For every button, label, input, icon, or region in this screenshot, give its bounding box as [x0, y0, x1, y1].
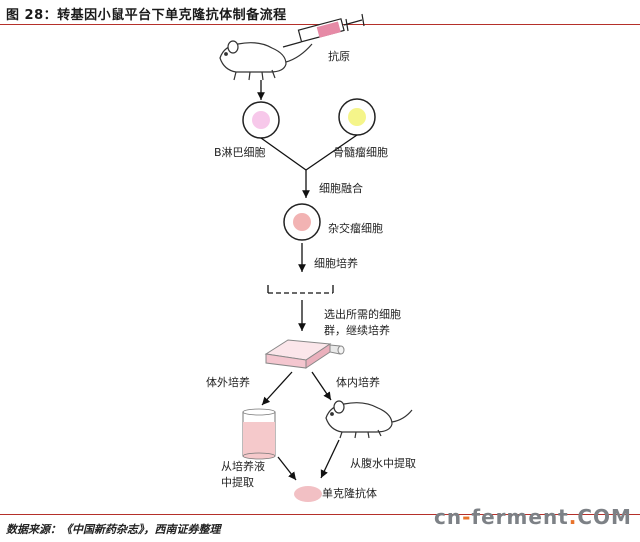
watermark-right: COM [577, 505, 632, 529]
diagram-canvas [219, 13, 413, 502]
merge-line-right [305, 134, 358, 171]
in-vivo-label: 体内培养 [336, 376, 380, 389]
culture-flask-icon [264, 339, 345, 369]
watermark-dot: . [568, 505, 578, 529]
myeloma-label: 骨髓瘤细胞 [333, 146, 388, 159]
fusion-label: 细胞融合 [319, 182, 363, 195]
hybridoma-label: 杂交瘤细胞 [328, 222, 383, 235]
culture-plate-icon [267, 285, 334, 294]
culture-label: 细胞培养 [314, 257, 358, 270]
select-label-line1: 选出所需的细胞 [324, 308, 401, 321]
watermark-dash: - [462, 505, 472, 529]
from-medium-label-line1: 从培养液 [221, 460, 265, 473]
antigen-label: 抗原 [328, 50, 350, 63]
merge-line-left [260, 137, 307, 171]
b-lymphocyte-cell [242, 101, 280, 139]
from-medium-label-line2: 中提取 [221, 476, 254, 489]
myeloma-cell [338, 98, 376, 136]
test-tube-icon [242, 408, 276, 460]
watermark-logo: cn-ferment.COM [434, 505, 632, 529]
select-label-line2: 群，继续培养 [324, 324, 390, 337]
figure-title: 图 28：转基因小鼠平台下单克隆抗体制备流程 [6, 8, 287, 23]
mouse-icon-lower [325, 400, 413, 439]
b-cell-label: B淋巴细胞 [214, 146, 266, 159]
watermark-middle: ferment [471, 505, 569, 529]
data-source: 数据来源：《中国新药杂志》，西南证券整理 [6, 523, 221, 536]
watermark-left: cn [434, 505, 463, 529]
mab-label: 单克隆抗体 [322, 487, 377, 500]
mouse-icon [219, 40, 313, 81]
syringe-icon [282, 13, 365, 48]
hybridoma-cell [283, 203, 321, 241]
from-ascites-label: 从腹水中提取 [350, 457, 416, 470]
monoclonal-antibody-blob [294, 486, 322, 502]
in-vitro-label: 体外培养 [206, 376, 250, 389]
bottom-rule [0, 514, 640, 515]
